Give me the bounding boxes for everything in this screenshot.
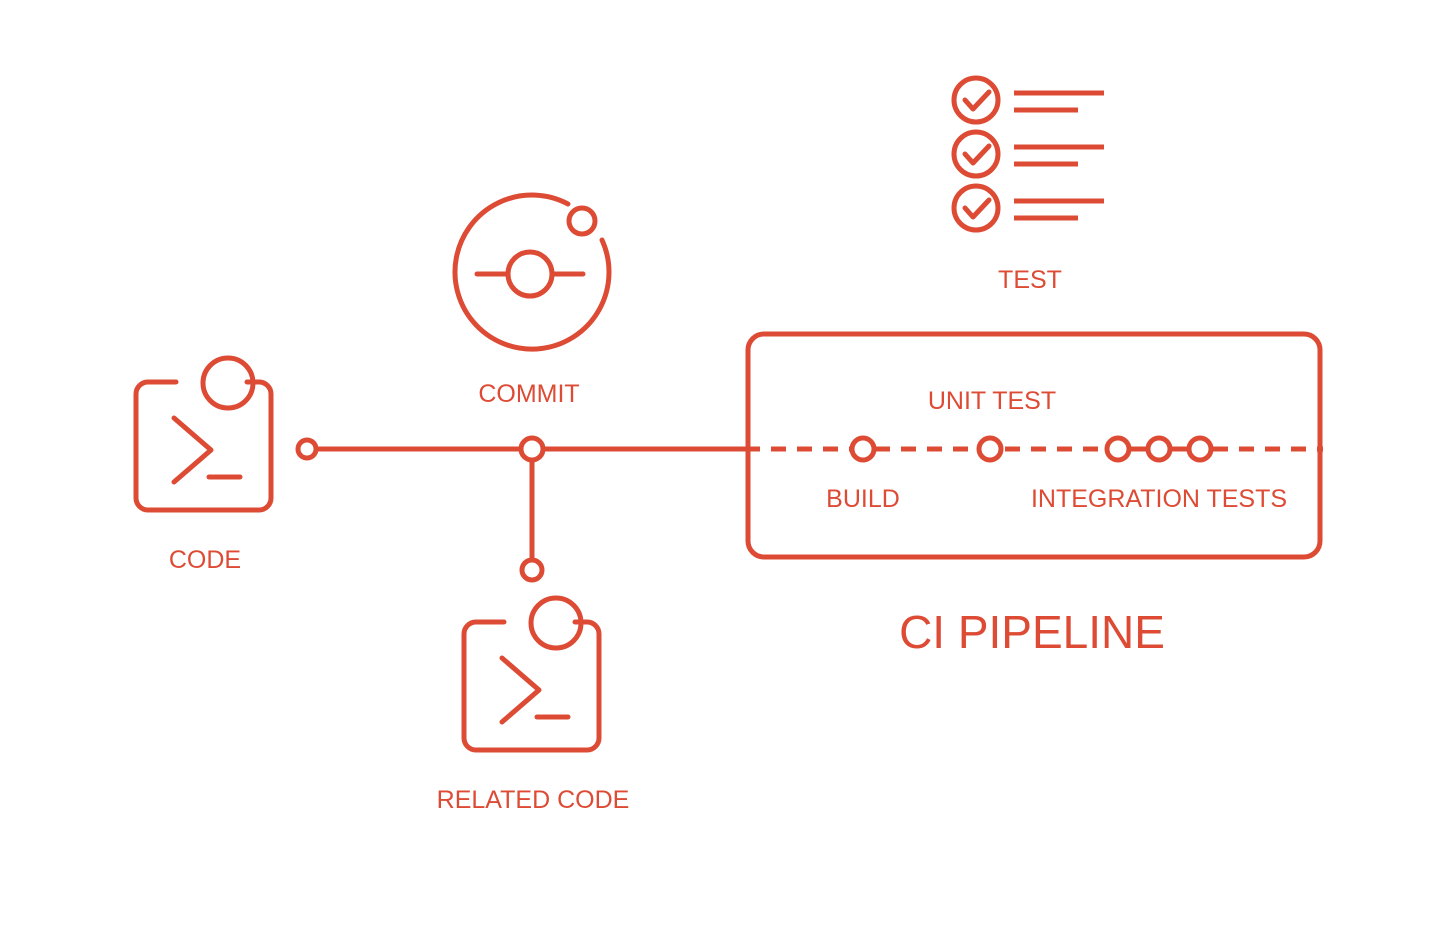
stage-label-unit-test: UNIT TEST: [928, 387, 1056, 415]
pipeline-node-integration-3[interactable]: [1186, 435, 1214, 463]
check-icon: [962, 89, 992, 112]
pipeline-node-unit-test[interactable]: [976, 435, 1004, 463]
stage-label-integration-tests: INTEGRATION TESTS: [1031, 485, 1287, 513]
ci-pipeline-box-group[interactable]: UNIT TEST BUILD INTEGRATION TESTS CI PIP…: [745, 331, 1323, 658]
timeline-node-start[interactable]: [295, 437, 319, 461]
code-icon-group[interactable]: CODE: [133, 355, 274, 574]
timeline-node-related-code[interactable]: [519, 557, 545, 583]
related-code-label: RELATED CODE: [437, 786, 630, 814]
related-code-icon-group[interactable]: RELATED CODE: [437, 595, 630, 814]
terminal-window-icon: [133, 379, 274, 513]
commit-label: COMMIT: [478, 380, 579, 408]
main-timeline-solid: [295, 435, 755, 583]
commit-orbit-ring-icon: [452, 192, 612, 352]
pipeline-node-integration-1[interactable]: [1104, 435, 1132, 463]
terminal-window-icon: [461, 619, 602, 753]
pipeline-node-integration-2[interactable]: [1145, 435, 1173, 463]
chevron-right-icon: [171, 415, 214, 485]
commit-satellite-node-icon: [566, 205, 598, 237]
chevron-right-icon: [499, 655, 542, 725]
check-circle-icon: [951, 183, 1001, 233]
check-icon: [962, 143, 992, 166]
check-circle-icon: [951, 75, 1001, 125]
ci-pipeline-box: [745, 331, 1323, 560]
check-icon: [962, 197, 992, 220]
code-label: CODE: [169, 546, 241, 574]
terminal-badge-circle-icon: [528, 595, 584, 651]
test-label: TEST: [998, 266, 1062, 294]
page-title: CI PIPELINE: [899, 606, 1165, 658]
terminal-badge-circle-icon: [200, 355, 256, 411]
check-circle-icon: [951, 129, 1001, 179]
test-checklist-group[interactable]: TEST: [951, 75, 1104, 294]
stage-label-build: BUILD: [826, 485, 900, 513]
timeline-node-commit-junction[interactable]: [518, 435, 546, 463]
commit-icon-group[interactable]: COMMIT: [452, 192, 612, 408]
pipeline-node-build[interactable]: [849, 435, 877, 463]
commit-inner-node-icon: [505, 249, 555, 299]
